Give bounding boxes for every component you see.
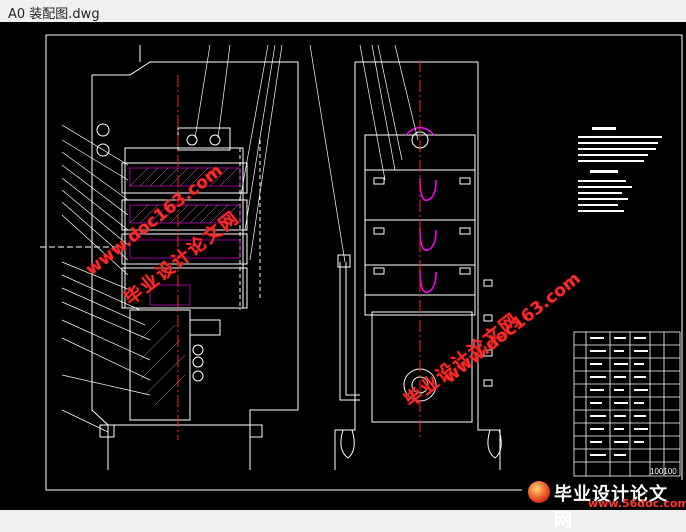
parts-list-entries	[590, 337, 648, 456]
footer-logo-url: www.56doc.com	[588, 497, 686, 510]
window-titlebar: A0 装配图.dwg	[0, 0, 686, 23]
window-title: A0 装配图.dwg	[8, 7, 100, 22]
logo-badge-icon	[528, 481, 550, 503]
left-view	[40, 44, 299, 470]
cad-drawing: 100100	[40, 34, 683, 491]
right-view	[309, 44, 502, 470]
parts-list	[573, 331, 681, 477]
drawing-canvas[interactable]: 100100 www.doc163.com 毕业设计论文网 毕业设计论文网 ww…	[0, 22, 686, 510]
technical-notes	[578, 127, 662, 212]
title-block-number: 100100	[650, 467, 677, 476]
drawing-border	[45, 34, 683, 491]
